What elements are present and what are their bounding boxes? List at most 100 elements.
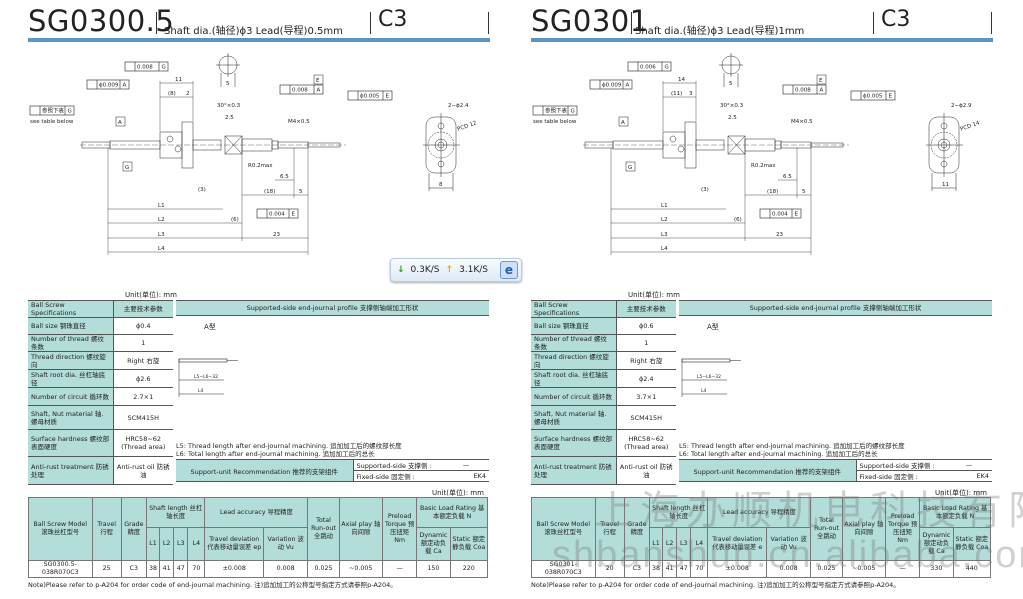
spec-label: Shaft root dia. 丝杠轴底径 <box>28 369 114 388</box>
spec-value: ϕ2.6 <box>113 369 173 388</box>
col-static: Static 额定静负载 Coa <box>952 527 992 561</box>
spec-value: ϕ2.4 <box>616 369 676 388</box>
title-divider <box>991 12 992 34</box>
dim-label: (3) <box>701 187 709 193</box>
spec-value: Right 右旋 <box>113 351 173 370</box>
spec-label: Shaft, Nut material 轴.螺母材质 <box>531 405 617 430</box>
download-speed: 0.3K/S <box>410 265 440 275</box>
spec-label: Number of thread 螺纹条数 <box>531 334 617 352</box>
dim-label: ϕ0.005 <box>360 94 380 100</box>
spec-label: Shaft root dia. 丝杠轴底径 <box>531 369 617 388</box>
profile-header: Supported-side end-journal profile 支撑侧轴端… <box>176 300 489 316</box>
spec-value: Anti-rust oil 防锈油 <box>113 456 173 485</box>
spec-header-en: Ball Screw Specifications <box>28 300 114 318</box>
fixed-side-label: Fixed-side 固定侧 : <box>353 470 443 482</box>
browser-icon[interactable]: e <box>500 261 518 279</box>
accuracy-grade: C3 <box>881 7 911 32</box>
col-l2: L2 <box>159 527 175 561</box>
dim-label: G <box>68 109 72 115</box>
dim-label: 6.5 <box>280 174 289 180</box>
dim-label: ϕ0.005 <box>863 94 883 100</box>
network-speed-widget[interactable]: ↓ 0.3K/S ↑ 3.1K/S e <box>390 258 522 282</box>
dim-label: (6) <box>231 217 239 223</box>
dim-label: (6) <box>734 217 742 223</box>
spec-header-en: Ball Screw Specifications <box>531 300 617 318</box>
upload-arrow-icon: ↑ <box>445 265 454 275</box>
table-cell: 0.008 <box>262 560 309 578</box>
col-load-rating: Basic Load Rating 基本额定负载 N <box>416 497 488 528</box>
watermark-url: shbanshun.cn.alibaba.com <box>552 534 1023 576</box>
col-shaft-length: Shaft length 丝杠轴长度 <box>145 497 206 528</box>
dim-label: 5 <box>226 81 230 87</box>
dim-label: 11 <box>175 77 182 83</box>
dim-label: PCD 14 <box>960 120 981 133</box>
dim-label: L2 <box>158 217 165 223</box>
dim-label: E <box>819 78 823 84</box>
dim-label: 参照下表 <box>42 107 65 115</box>
dim-label: E <box>292 212 296 218</box>
spec-value: Anti-rust oil 防锈油 <box>616 456 676 485</box>
dim-label: 0.008 <box>795 88 811 94</box>
table-cell: C3 <box>623 560 650 578</box>
spec-label: Ball size 钢珠直径 <box>531 317 617 335</box>
profile-note: L5: Thread length after end-journal mach… <box>176 442 402 450</box>
spec-value: 3.7×1 <box>616 387 676 406</box>
table-cell: 25 <box>91 560 122 578</box>
dim-label: E <box>889 94 893 100</box>
dim-label: L1 <box>661 203 668 209</box>
supported-side-label: Supported-side 支撑侧 : <box>353 459 443 471</box>
profile-sketch: L5−L6−32 L4 <box>178 358 238 397</box>
dim-label: 6.5 <box>783 174 792 180</box>
col-travel-deviation: Travel deviation 代表移动量误差 ep <box>204 527 264 561</box>
table-cell: 0.025 <box>810 560 843 578</box>
model-subtitle: Shaft dia.(轴径)ϕ3 Lead(导程)0.5mm <box>164 26 343 37</box>
dim-label: (3) <box>198 187 206 193</box>
datum-e: E <box>816 74 827 85</box>
table-cell: 41 <box>662 560 678 578</box>
dim-label: 0.004 <box>772 212 788 218</box>
spec-value: SCM415H <box>113 405 173 430</box>
col-axial: Axial play 轴向间隙 <box>841 497 886 561</box>
dim-label: L3 <box>661 232 668 238</box>
spec-label: Surface hardness 螺纹部表面硬度 <box>531 429 617 457</box>
fixed-side-label: Fixed-side 固定侧 : <box>856 470 946 482</box>
dim-label: (18) <box>264 189 275 195</box>
spec-value: ϕ0.4 <box>113 317 173 335</box>
dim-label: E <box>316 78 320 84</box>
spec-header-cn: 主要技术参数 <box>113 300 173 318</box>
dim-label: ϕ0.009 <box>99 83 119 89</box>
profile-note: L6: Total length after end-journal machi… <box>176 450 375 458</box>
title-underline <box>28 38 490 42</box>
dim-label: G <box>628 165 632 171</box>
col-axial: Axial play 轴向间隙 <box>338 497 383 561</box>
dim-label: L4 <box>158 246 165 252</box>
profile-sketch: L5−L6−32 L4 <box>681 358 741 397</box>
download-arrow-icon: ↓ <box>397 265 405 275</box>
unit-label: Unit(单位): mm <box>125 291 177 299</box>
fixed-side-value: EK4 <box>443 470 489 482</box>
dim-label: 11 <box>942 182 949 188</box>
col-grade: Grade 精度 <box>120 497 147 561</box>
table-cell: C3 <box>120 560 147 578</box>
supported-side-label: Supported-side 支撑侧 : <box>856 459 946 471</box>
profile-note: L6: Total length after end-journal machi… <box>679 450 878 458</box>
dim-label: L2 <box>661 217 668 223</box>
col-l1: L1 <box>648 527 664 561</box>
dim-label: see table below <box>533 119 577 125</box>
dim-label: L4 <box>661 246 668 252</box>
spec-label: Surface hardness 螺纹部表面硬度 <box>28 429 114 457</box>
spec-value: HRC58~62 (Thread area) <box>113 429 173 457</box>
dim-label: 0.006 <box>640 65 656 71</box>
datum-a: A <box>115 116 126 127</box>
title-divider <box>370 12 371 34</box>
screw-shaft <box>80 121 346 169</box>
col-l3: L3 <box>173 527 189 561</box>
